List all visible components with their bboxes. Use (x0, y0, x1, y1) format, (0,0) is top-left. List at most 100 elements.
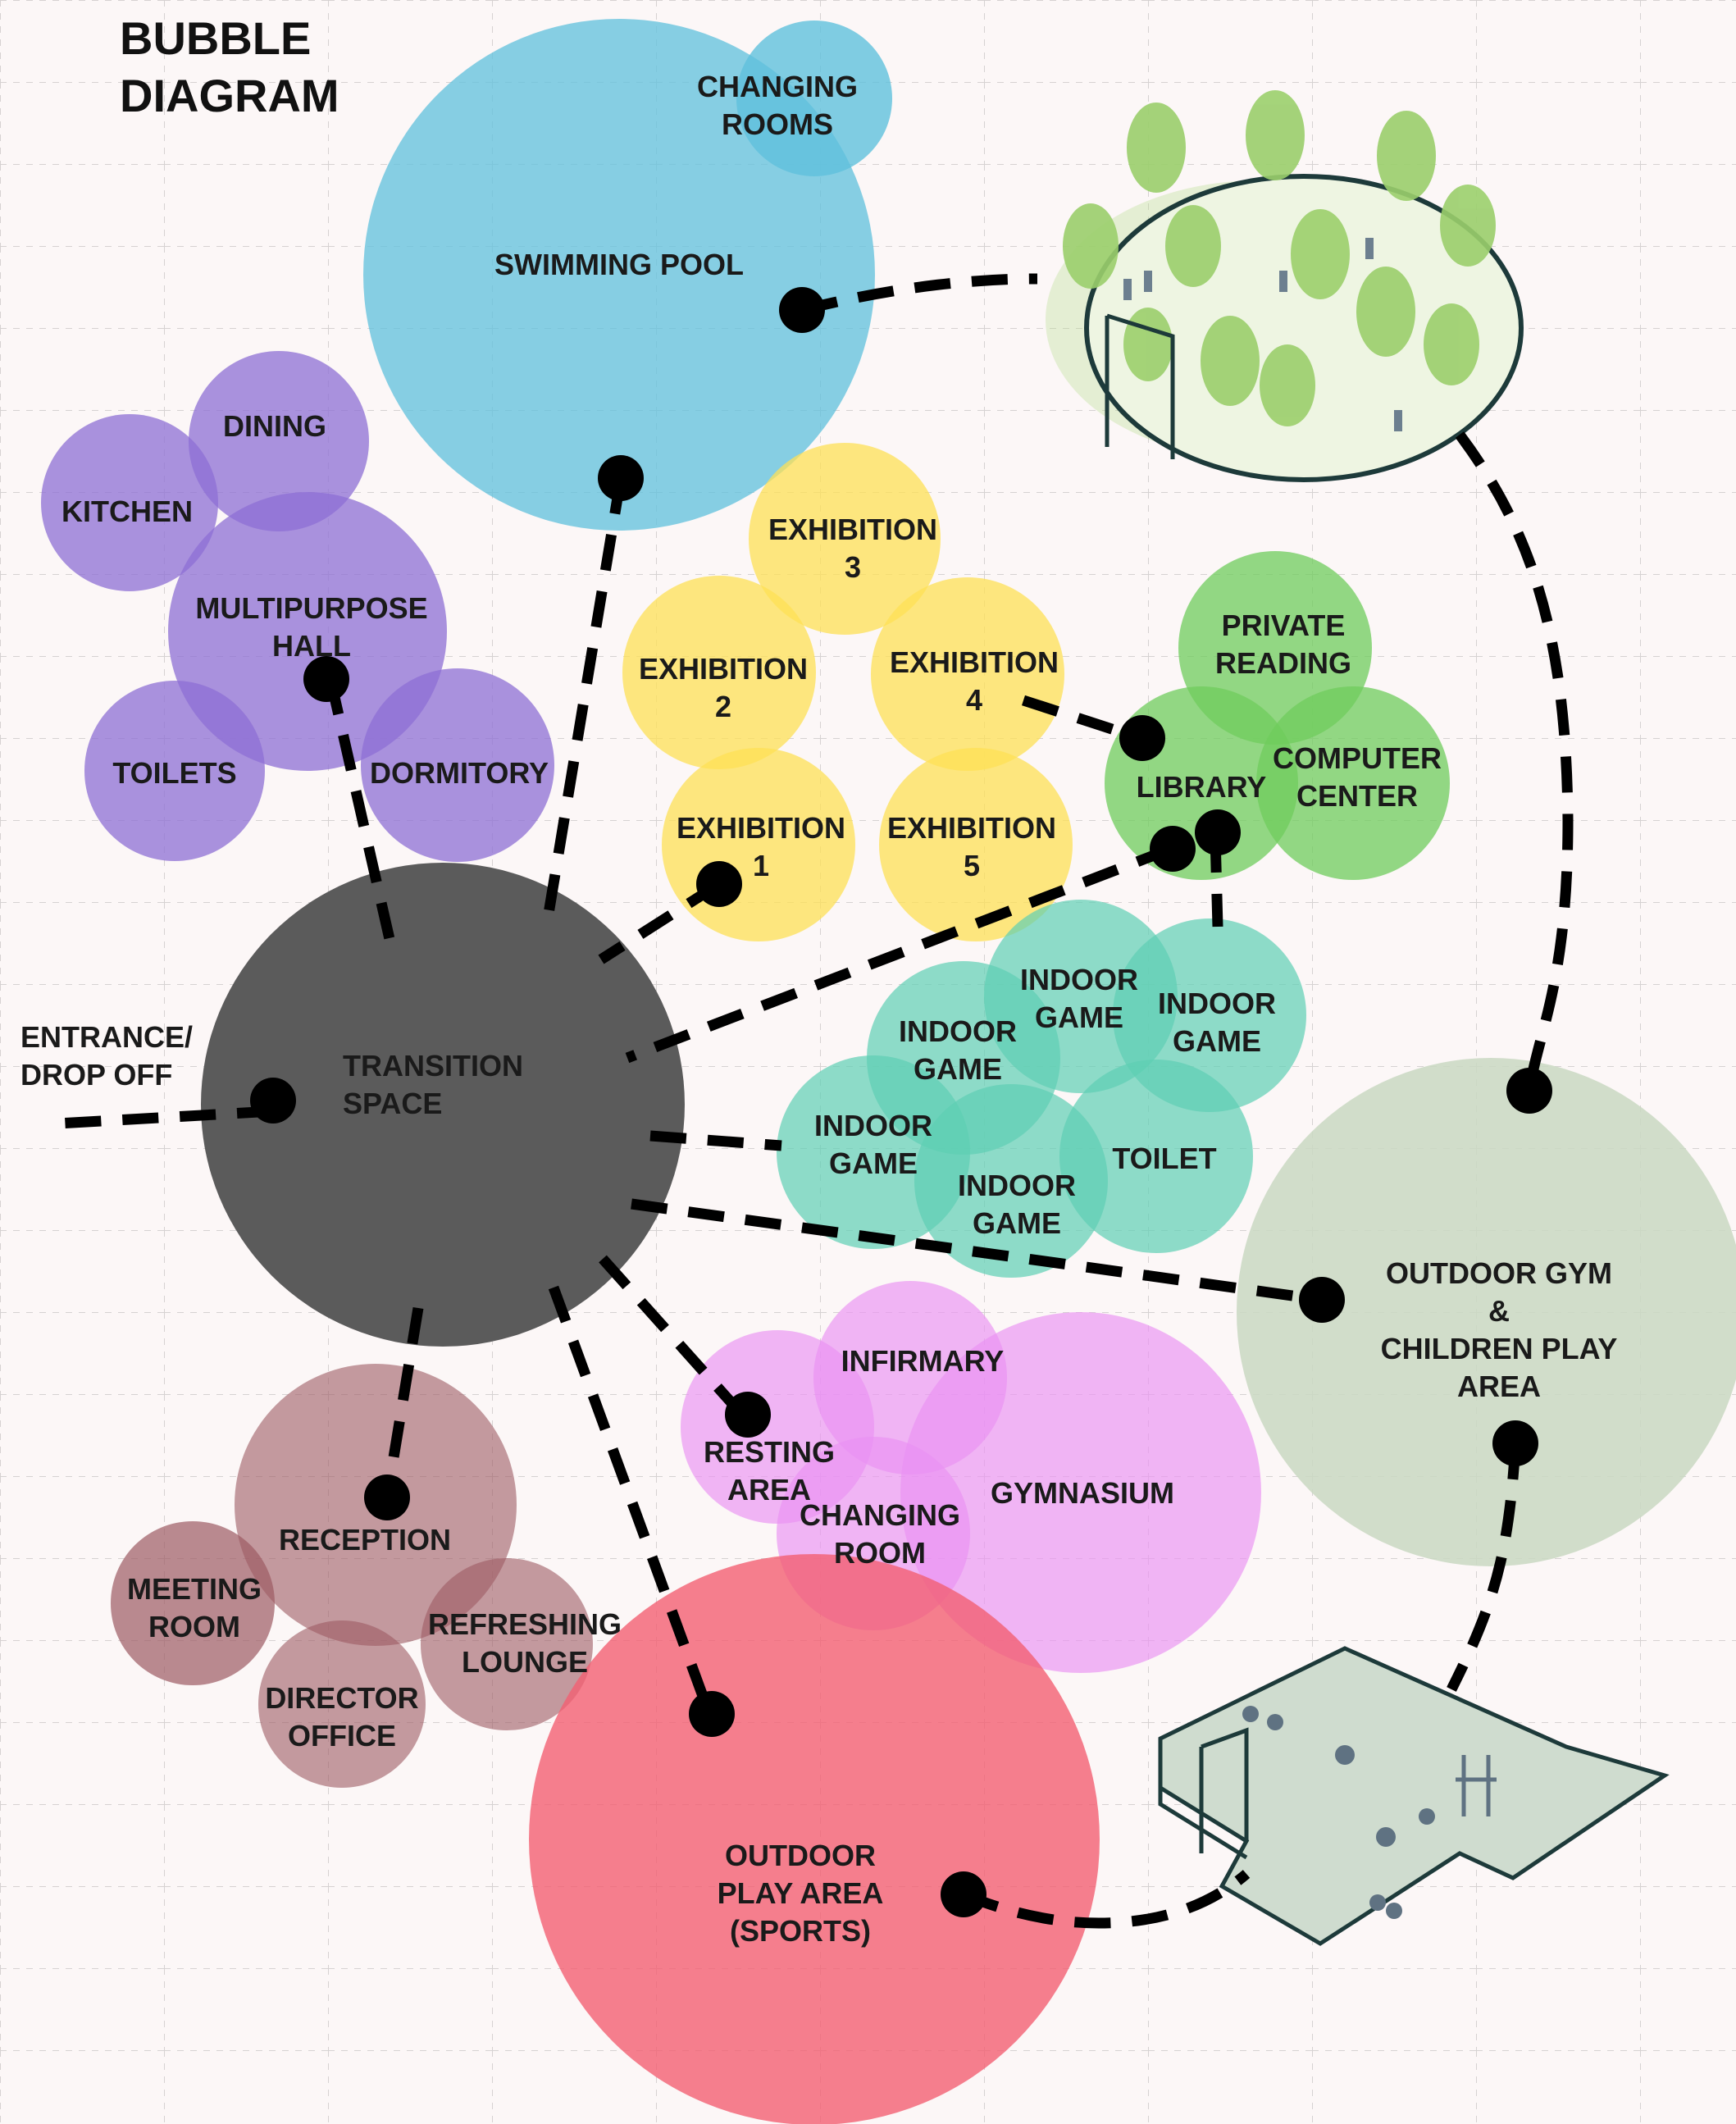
label-indoor-game-bottom: INDOOR GAME (958, 1169, 1076, 1240)
library-group (1105, 551, 1450, 880)
label-private-reading-line-1: PRIVATE (1222, 608, 1346, 642)
exhibition-3-bubble (749, 443, 941, 635)
label-indoor-game-left-lower-line-2: GAME (829, 1146, 918, 1180)
label-toilet-line-1: TOILET (1112, 1142, 1216, 1175)
toilet-bubble (1059, 1060, 1253, 1253)
label-indoor-game-bottom-line-2: GAME (973, 1206, 1061, 1240)
label-resting-area-line-2: AREA (727, 1473, 811, 1506)
label-entrance-line-2: DROP OFF (21, 1058, 172, 1092)
dot-library-west (1119, 715, 1165, 761)
label-reception: RECEPTION (279, 1523, 451, 1557)
label-director-office-line-2: OFFICE (288, 1719, 396, 1753)
title-line-1: BUBBLE (120, 12, 311, 64)
label-exhibition-1-line-1: EXHIBITION (677, 811, 845, 845)
dot-exhibition-1 (696, 861, 742, 907)
label-computer-center-line-2: CENTER (1296, 779, 1418, 813)
label-indoor-game-right: INDOOR GAME (1158, 987, 1276, 1058)
label-outdoor-gym-line-1: OUTDOOR GYM (1386, 1256, 1612, 1290)
label-changing-room-line-2: ROOM (834, 1536, 926, 1570)
dot-pool-south (598, 455, 644, 501)
indoor-game-group (777, 900, 1306, 1278)
label-computer-center-line-1: COMPUTER (1273, 741, 1442, 775)
label-indoor-game-right-line-1: INDOOR (1158, 987, 1276, 1020)
link-exhibition-library (1021, 695, 1142, 744)
label-changing-rooms-line-2: ROOMS (722, 107, 833, 141)
label-refreshing-lounge-line-2: LOUNGE (462, 1645, 588, 1679)
label-reception-line-1: RECEPTION (279, 1523, 451, 1557)
label-infirmary-line-1: INFIRMARY (841, 1344, 1005, 1378)
dot-outdoor-gym-west (1299, 1277, 1345, 1323)
label-indoor-game-top-line-2: GAME (1035, 1000, 1123, 1034)
connection-lines (57, 273, 1574, 1929)
outdoor-gym-bubble (1237, 1058, 1736, 1566)
label-computer-center: COMPUTER CENTER (1273, 741, 1442, 813)
link-transition-indoor-game (649, 1130, 782, 1151)
dot-hall (303, 656, 349, 702)
computer-center-bubble (1256, 686, 1450, 880)
label-infirmary: INFIRMARY (841, 1344, 1005, 1378)
label-outdoor-play-area-line-1: OUTDOOR (725, 1839, 876, 1872)
label-entrance-line-1: ENTRANCE/ (21, 1020, 193, 1054)
label-outdoor-gym-line-2: & (1488, 1294, 1510, 1328)
label-exhibition-1-line-2: 1 (753, 849, 769, 882)
label-kitchen-line-1: KITCHEN (62, 495, 193, 528)
multipurpose-hall-bubble (168, 492, 447, 771)
link-transition-outdoor-play (548, 1285, 715, 1716)
label-outdoor-play-area-line-2: PLAY AREA (718, 1876, 884, 1910)
label-toilets-line-1: TOILETS (112, 756, 236, 790)
dot-pool-east (779, 287, 825, 333)
multipurpose-hall-group (41, 351, 554, 862)
label-outdoor-gym-line-3: CHILDREN PLAY (1381, 1332, 1618, 1365)
transition-space-bubble (201, 863, 685, 1347)
diagram-title: BUBBLE DIAGRAM (120, 12, 339, 121)
label-multipurpose-hall-line-1: MULTIPURPOSE (195, 591, 427, 625)
link-outdoor-gym-gym (1447, 1443, 1521, 1692)
swimming-pool-bubble (363, 19, 875, 531)
link-transition-outdoor-gym (631, 1198, 1323, 1306)
label-library-line-1: LIBRARY (1137, 770, 1267, 804)
dot-outdoor-play-top (689, 1691, 735, 1737)
exhibition-2-bubble (622, 576, 816, 769)
label-indoor-game-bottom-line-1: INDOOR (958, 1169, 1076, 1202)
dot-resting-area (725, 1392, 771, 1438)
label-toilet: TOILET (1112, 1142, 1216, 1175)
label-library: LIBRARY (1137, 770, 1267, 804)
title-line-2: DIAGRAM (120, 70, 339, 121)
dormitory-bubble (361, 668, 554, 862)
indoor-game-bottom-bubble (914, 1084, 1108, 1278)
label-gymnasium: GYMNASIUM (991, 1476, 1174, 1510)
meeting-room-bubble (111, 1521, 275, 1685)
label-indoor-game-right-line-2: GAME (1173, 1024, 1261, 1058)
label-swimming-pool: SWIMMING POOL (494, 248, 744, 281)
outdoor-play-area-bubble (529, 1554, 1100, 2124)
dot-outdoor-gym-top (1506, 1068, 1552, 1114)
label-resting-area-line-1: RESTING (704, 1435, 835, 1469)
label-exhibition-4-line-1: EXHIBITION (890, 645, 1059, 679)
dot-outdoor-play-east (941, 1871, 986, 1917)
label-director-office-line-1: DIRECTOR (265, 1681, 418, 1715)
link-exhibition-transition (598, 879, 722, 964)
label-exhibition-5-line-2: 5 (964, 849, 980, 882)
label-entrance: ENTRANCE/DROP OFF (21, 1020, 193, 1092)
label-kitchen: KITCHEN (62, 495, 193, 528)
label-changing-room-line-1: CHANGING (800, 1498, 960, 1532)
label-indoor-game-left-upper-line-2: GAME (914, 1052, 1002, 1086)
connection-dots (250, 287, 1552, 1917)
gym-illustration (1158, 1646, 1670, 1946)
link-outdoor-play-gym (961, 1870, 1251, 1929)
park-illustration (1046, 90, 1524, 482)
